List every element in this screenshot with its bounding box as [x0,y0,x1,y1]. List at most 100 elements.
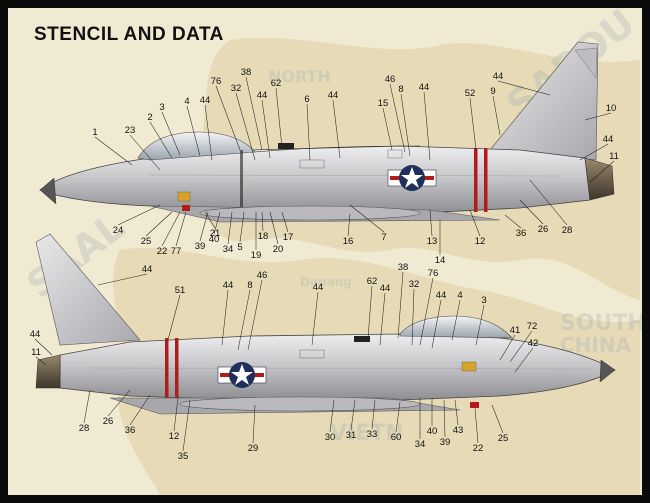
leader-line-b51 [167,294,181,341]
callout-b44f: 44 [30,329,41,340]
leader-line-b38 [397,271,404,339]
callout-t9: 9 [490,86,495,97]
leader-line-b35 [182,399,191,452]
callout-b38: 38 [398,262,409,273]
leader-line-t40 [213,211,221,235]
top-red-band-1 [474,148,478,212]
callout-t10: 10 [606,103,617,114]
leader-line-b43 [454,399,459,426]
callout-t8: 8 [398,84,403,95]
callout-t5: 5 [237,242,242,253]
leader-line-b12 [173,397,179,432]
leader-line-t7 [349,204,385,233]
leader-line-b42 [514,347,534,373]
leader-line-b76 [419,277,434,346]
callout-t16: 16 [343,236,354,247]
leader-line-b41 [499,334,516,361]
leader-line-b28 [83,389,91,424]
callout-t14: 14 [435,255,446,266]
leader-line-t4 [186,105,201,157]
leader-line-b44d [379,292,386,346]
leader-line-t13 [429,209,433,237]
callout-b46: 46 [257,270,268,281]
callout-b51: 51 [175,285,186,296]
leader-line-t38 [245,76,263,151]
leader-line-b72 [509,330,533,363]
callout-b12: 12 [169,431,180,442]
callout-b41: 41 [510,325,521,336]
callout-b44a: 44 [142,264,153,275]
callout-b36: 36 [125,425,136,436]
leader-line-t9 [492,95,501,136]
callout-b33: 33 [367,429,378,440]
callout-b31: 31 [346,430,357,441]
callout-t26: 26 [538,224,549,235]
leader-line-t12 [469,209,481,237]
callout-b39: 39 [440,437,451,448]
callout-b11: 11 [31,347,41,358]
callout-b35: 35 [178,451,189,462]
leader-line-t44t [579,143,609,161]
callout-t46: 46 [385,74,396,85]
leader-line-t44c [332,99,341,159]
leader-line-t25 [145,211,173,237]
bottom-tail-fin [35,233,141,346]
callout-t7: 7 [381,232,386,243]
bottom-drop-tank [179,396,421,412]
callout-t44c: 44 [328,90,339,101]
callout-t28: 28 [562,225,573,236]
leader-line-t44b [261,99,271,159]
callout-t17: 17 [283,232,294,243]
map-label-north: NORTH [268,67,331,86]
callout-t44d: 44 [419,82,430,93]
leader-line-b44f [34,338,53,356]
leader-line-t34 [227,211,233,245]
leader-line-b4 [451,299,461,341]
leader-line-t10 [584,112,612,121]
callout-t36: 36 [516,228,527,239]
callout-b62: 62 [367,276,378,287]
leader-line-t44e [497,80,551,96]
leader-line-t46 [389,83,406,153]
map-label-south: SOUTH [560,311,642,336]
leader-line-t21 [204,211,216,229]
leader-line-b46 [247,279,263,351]
leader-line-b30 [329,399,335,433]
leader-line-t76 [215,85,241,151]
leader-line-t15 [382,107,393,151]
bottom-roundel [217,362,267,388]
callout-t3: 3 [159,102,164,113]
callout-t44e: 44 [493,71,504,82]
leader-line-b25 [491,404,504,434]
callout-t12: 12 [475,236,486,247]
callout-b4: 4 [457,290,462,301]
leader-line-t1 [94,136,133,166]
callout-t77: 77 [171,246,182,257]
leader-line-b3 [475,304,485,346]
leader-line-t6 [306,103,311,161]
bottom-red-band-1 [165,338,169,398]
leader-line-b36 [129,394,151,426]
leader-line-t22 [161,211,181,247]
leader-line-b26 [107,389,131,417]
callout-t13: 13 [427,236,438,247]
callout-t21: 21 [210,228,221,239]
leader-line-t44a [204,104,213,161]
top-red-band-2 [484,148,488,212]
callout-t2: 2 [147,112,152,123]
callout-t44a: 44 [200,95,211,106]
top-roundel [387,165,437,191]
bottom-red-band-2 [175,338,179,398]
leader-line-t2 [149,121,173,159]
callout-t22: 22 [157,246,168,257]
leader-line-b22 [474,407,479,444]
leader-line-b33 [371,399,376,430]
leader-line-t20 [269,211,279,245]
callout-t62: 62 [271,78,282,89]
leader-line-t36 [504,214,522,229]
map-label-danang: Danang [300,275,352,289]
page-title: STENCIL AND DATA [34,24,224,45]
leader-line-b44c [311,291,319,346]
aircraft-diagram: NORTH SOUTH CHINA VIETN Danang SAAL SARO… [18,8,642,495]
